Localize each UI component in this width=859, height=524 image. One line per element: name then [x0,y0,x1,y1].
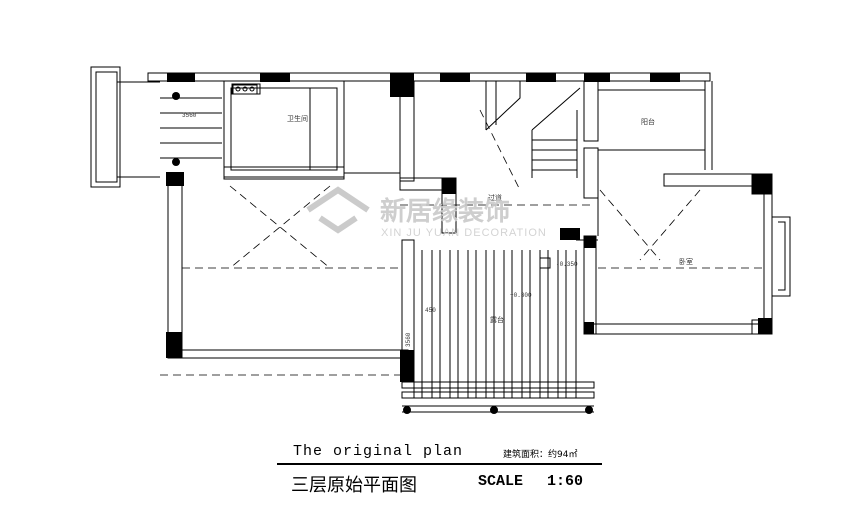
watermark: 新居缘装饰 XIN JU YUAN DECORATION [306,186,547,239]
watermark-subtitle: XIN JU YUAN DECORATION [381,227,547,239]
bathroom-label: 卫生间 [287,114,308,123]
watermark-logo-icon [306,186,370,234]
watermark-name: 新居缘装饰 [380,196,510,227]
dimension-label: 3560 [405,332,412,347]
dimension-label: -0.350 [556,261,578,268]
balcony-label: 阳台 [641,117,655,126]
dimension-label: 3560 [182,112,197,119]
terrace-label: 露台 [490,315,504,324]
dimension-label: 450 [425,307,436,314]
corridor-label: 过道 [488,193,502,202]
bedroom-label: 卧室 [679,257,693,266]
dimension-label: +0.300 [510,292,532,299]
